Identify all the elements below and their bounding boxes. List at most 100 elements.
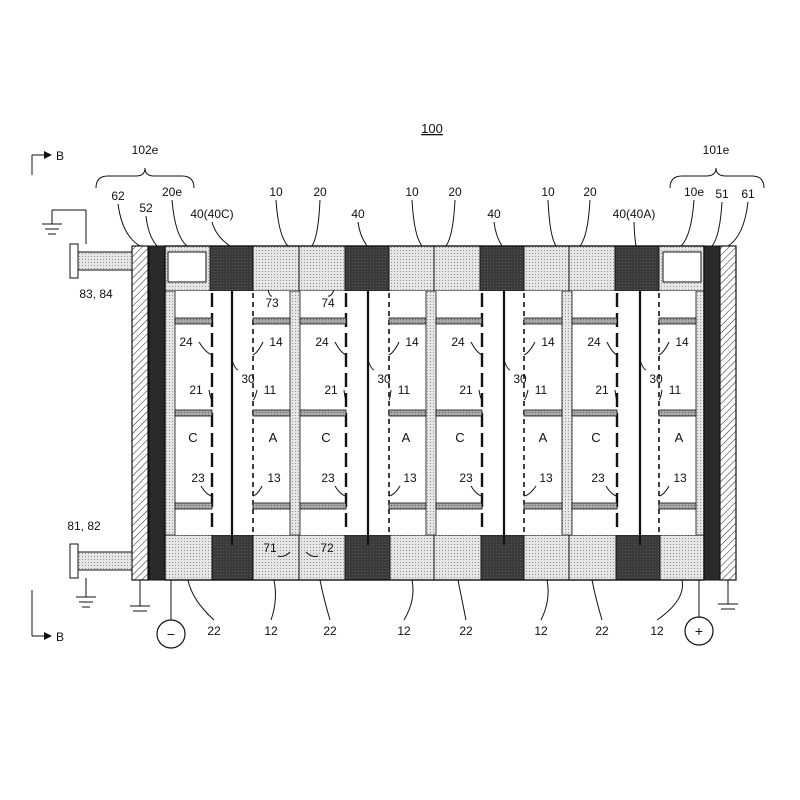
- cell-letter: C: [188, 430, 197, 445]
- leader-line: [457, 579, 467, 621]
- leader-line: [252, 389, 258, 401]
- leader-line: [658, 389, 663, 401]
- reference-label: 62: [111, 189, 125, 203]
- reference-label: 11: [669, 383, 682, 397]
- rib-band: [299, 317, 347, 325]
- reference-label: 22: [207, 624, 221, 638]
- port-upper-outlet: 83, 84: [42, 209, 133, 301]
- leader-line: [211, 221, 231, 247]
- reference-label: 12: [650, 624, 664, 638]
- reference-label: 24: [179, 335, 193, 349]
- reference-label: 21: [324, 383, 338, 397]
- stack-outline: [164, 245, 705, 581]
- reference-label: 22: [323, 624, 337, 638]
- cell-interiors: [164, 290, 705, 545]
- leader-line: [388, 485, 401, 497]
- leader-line: [208, 389, 213, 401]
- cell-letter: C: [455, 430, 464, 445]
- reference-label: 23: [191, 471, 205, 485]
- rib-band: [252, 317, 291, 325]
- leader-line: [411, 199, 423, 247]
- rib-band: [435, 502, 483, 510]
- brace-right-end: 101e: [669, 143, 765, 189]
- reference-label: 10: [541, 185, 555, 199]
- leader-line: [275, 199, 289, 247]
- reference-label: 23: [459, 471, 473, 485]
- bottom-frame-piece: [480, 534, 525, 581]
- reference-label: 40(40A): [613, 207, 656, 221]
- leader-line: [277, 551, 291, 557]
- top-frame-piece: [252, 245, 300, 292]
- reference-label: 73: [265, 296, 279, 310]
- reference-label: 20: [583, 185, 597, 199]
- section-marker-top: B: [31, 149, 64, 175]
- leader-line: [639, 359, 647, 371]
- svg-text:81, 82: 81, 82: [67, 519, 101, 533]
- brace-left-end: 102e: [95, 143, 195, 189]
- cell-letter: A: [402, 430, 411, 445]
- rib-band: [658, 317, 697, 325]
- leader-line: [523, 485, 537, 497]
- rib-band: [571, 409, 618, 417]
- bottom-frame-piece: [389, 534, 435, 581]
- leader-line: [540, 579, 549, 621]
- reference-label: 30: [649, 372, 663, 386]
- rib-band: [252, 409, 291, 417]
- top-frame-piece: [523, 245, 570, 292]
- rib-band: [523, 409, 563, 417]
- cell-letter: A: [675, 430, 684, 445]
- leader-line: [145, 215, 158, 247]
- reference-label: 24: [451, 335, 465, 349]
- leader-line: [614, 389, 618, 401]
- leader-line: [523, 341, 536, 356]
- stack-body: [131, 245, 737, 581]
- cell-letter: A: [539, 430, 548, 445]
- rib-band: [299, 409, 347, 417]
- right-electrode-plate: [703, 245, 721, 581]
- rib-band: [523, 502, 563, 510]
- ground-right: [718, 580, 738, 610]
- reference-label: 20: [313, 185, 327, 199]
- rib-band: [388, 409, 427, 417]
- reference-label: 74: [321, 296, 335, 310]
- reference-label: 22: [595, 624, 609, 638]
- bottom-frame-piece: [568, 534, 617, 581]
- leader-line: [198, 341, 213, 356]
- reference-label: 40(40C): [190, 207, 233, 221]
- top-frame-piece: [433, 245, 481, 292]
- top-frame-piece: [209, 245, 254, 292]
- reference-label: 22: [459, 624, 473, 638]
- top-frame-piece: [298, 245, 346, 292]
- left-electrode-plate: [148, 245, 166, 581]
- cell-letter: C: [591, 430, 600, 445]
- reference-label: 72: [320, 541, 334, 555]
- top-inner-window: [167, 251, 207, 283]
- leader-line: [470, 341, 483, 356]
- reference-label: 21: [459, 383, 473, 397]
- svg-text:101e: 101e: [703, 143, 730, 157]
- leader-line: [334, 485, 347, 497]
- separator-strip: [695, 290, 705, 536]
- reference-label: 52: [139, 201, 153, 215]
- reference-label: 24: [587, 335, 601, 349]
- svg-text:+: +: [695, 623, 703, 639]
- leader-line: [200, 485, 213, 497]
- leader-line: [357, 221, 368, 247]
- reference-label: 12: [534, 624, 548, 638]
- leader-line: [367, 359, 375, 371]
- reference-label: 13: [539, 471, 553, 485]
- rib-band: [435, 409, 483, 417]
- reference-label: 40: [351, 207, 365, 221]
- reference-label: 51: [715, 187, 729, 201]
- rib-band: [658, 409, 697, 417]
- left-end-plate: [131, 245, 149, 581]
- leader-line: [117, 203, 141, 247]
- leader-line: [547, 199, 557, 247]
- leader-line: [388, 389, 392, 401]
- right-end-plate: [719, 245, 737, 581]
- rib-band: [174, 317, 213, 325]
- leader-line: [327, 289, 335, 297]
- leader-line: [503, 359, 511, 371]
- leader-line: [388, 341, 400, 356]
